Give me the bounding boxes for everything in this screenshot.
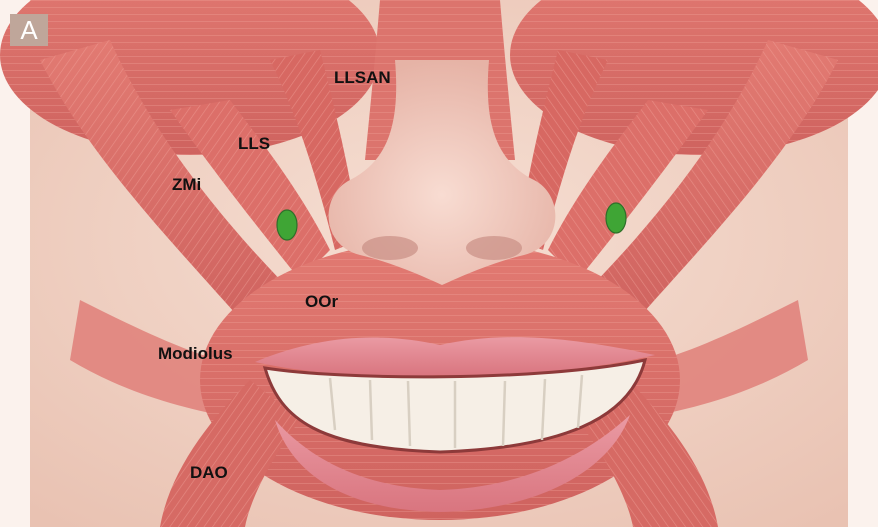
left-injection-marker [277,210,297,240]
label-modiolus: Modiolus [158,344,233,364]
panel-letter-badge: A [10,14,48,46]
label-zmi: ZMi [172,175,201,195]
label-lls: LLS [238,134,270,154]
label-dao: DAO [190,463,228,483]
label-oor: OOr [305,292,338,312]
label-llsan: LLSAN [334,68,391,88]
right-injection-marker [606,203,626,233]
